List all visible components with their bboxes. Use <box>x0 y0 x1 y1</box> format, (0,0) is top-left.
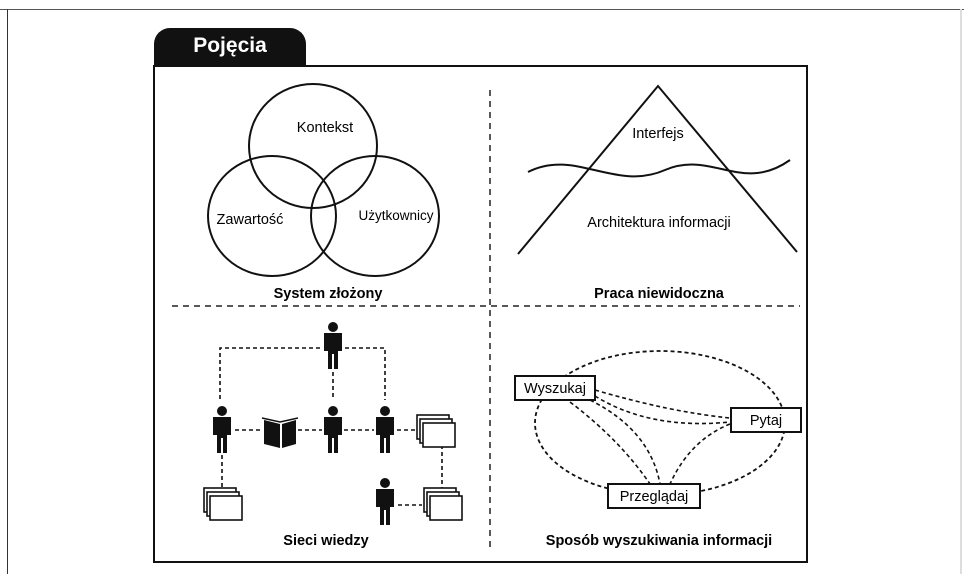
page-right-rule <box>960 9 962 574</box>
ask-node-label: Pytaj <box>750 413 782 429</box>
venn-circle-content <box>207 155 337 277</box>
interface-label: Interfejs <box>632 126 684 142</box>
mountain-diagram: Interfejs Architektura informacji <box>517 84 798 255</box>
venn-circle-users <box>310 155 440 277</box>
person-icon <box>324 322 342 369</box>
concepts-panel-border <box>153 65 808 563</box>
browse-node <box>607 483 701 509</box>
document-stack-icon <box>423 487 463 521</box>
page-top-rule <box>0 9 964 10</box>
concepts-tab: Pojęcia <box>154 28 306 66</box>
page-left-rule <box>7 9 8 574</box>
person-icon <box>376 478 394 525</box>
knowledge-network <box>219 347 443 506</box>
link-search-browse <box>569 401 651 485</box>
person-icon <box>213 406 231 453</box>
venn-circle-context <box>248 83 378 209</box>
document-stack-icon <box>203 487 243 521</box>
caption-information-seeking: Sposób wyszukiwania informacji <box>546 533 772 549</box>
document-stack-icon <box>416 414 456 448</box>
link-search-ask-2 <box>594 395 731 425</box>
venn-label-content: Zawartość <box>217 212 284 228</box>
caption-complex-system: System złożony <box>274 286 383 302</box>
link-search-ask <box>594 389 731 419</box>
link-ask-browse <box>669 423 731 485</box>
mountain-outline <box>517 84 798 255</box>
venn-diagram: Kontekst Zawartość Użytkownicy <box>207 83 440 277</box>
person-icon <box>324 406 342 453</box>
search-node <box>514 375 596 401</box>
link-top-right <box>345 347 386 400</box>
venn-label-users: Użytkownicy <box>358 208 433 223</box>
waterline-wave <box>527 159 791 178</box>
link-search-browse-2 <box>589 399 661 485</box>
caption-invisible-work: Praca niewidoczna <box>594 286 725 302</box>
ask-node <box>730 407 802 433</box>
person-icon <box>376 406 394 453</box>
architecture-label: Architektura informacji <box>587 215 730 231</box>
browse-node-label: Przeglądaj <box>620 489 689 505</box>
venn-label-context: Kontekst <box>297 120 353 136</box>
concepts-tab-label: Pojęcia <box>193 34 267 57</box>
book-icon <box>261 417 299 448</box>
caption-knowledge-networks: Sieci wiedzy <box>283 533 368 549</box>
seeking-diagram: Wyszukaj Pytaj Przeglądaj <box>514 350 802 509</box>
search-node-label: Wyszukaj <box>524 381 586 397</box>
link-top-left <box>219 347 320 400</box>
